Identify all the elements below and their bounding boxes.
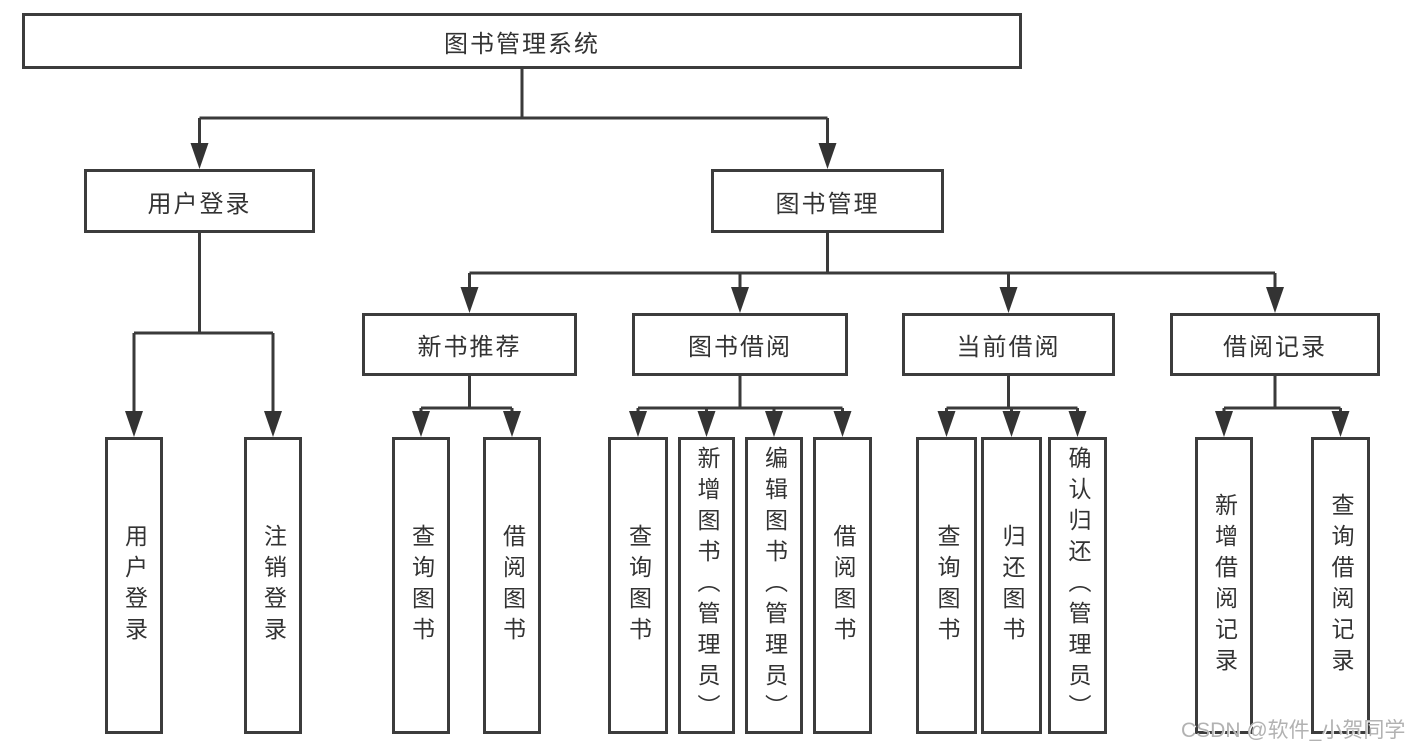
node-label: 图书借阅 bbox=[688, 334, 792, 361]
leaf-borrow-borrow-books: 借阅图书 bbox=[813, 437, 872, 734]
leaf-records-query-record: 查询借阅记录 bbox=[1311, 437, 1370, 734]
node-label: 确认归还（管理员） bbox=[1065, 446, 1091, 725]
node-label: 归还图书 bbox=[999, 523, 1025, 648]
leaf-borrow-edit-books-admin: 编辑图书（管理员） bbox=[745, 437, 803, 734]
leaf-logout: 注销登录 bbox=[244, 437, 302, 734]
node-borrow-records: 借阅记录 bbox=[1170, 313, 1380, 376]
leaf-borrow-query-books: 查询图书 bbox=[608, 437, 668, 734]
leaf-rec-borrow-books: 借阅图书 bbox=[483, 437, 541, 734]
node-label: 新增图书（管理员） bbox=[694, 446, 720, 725]
node-new-book-recommend: 新书推荐 bbox=[362, 313, 577, 376]
node-label: 用户登录 bbox=[147, 190, 252, 218]
leaf-records-add-record: 新增借阅记录 bbox=[1195, 437, 1253, 734]
node-root-library-system: 图书管理系统 bbox=[22, 13, 1022, 69]
node-book-management: 图书管理 bbox=[711, 169, 944, 233]
connector-current-borrow-children bbox=[937, 376, 1087, 437]
node-label: 用户登录 bbox=[121, 523, 148, 648]
node-label: 编辑图书（管理员） bbox=[761, 446, 788, 725]
node-label: 图书管理系统 bbox=[444, 30, 600, 58]
node-label: 注销登录 bbox=[260, 523, 287, 648]
leaf-current-query-books: 查询图书 bbox=[916, 437, 977, 734]
node-label: 当前借阅 bbox=[956, 334, 1061, 361]
connector-user-login-children bbox=[125, 233, 282, 437]
node-current-borrow: 当前借阅 bbox=[902, 313, 1115, 376]
node-label: 查询图书 bbox=[408, 523, 435, 648]
connector-book-borrow-children bbox=[629, 376, 852, 437]
csdn-watermark: CSDN @软件_小贺同学 bbox=[1181, 719, 1405, 742]
node-book-borrow: 图书借阅 bbox=[632, 313, 848, 376]
node-label: 借阅图书 bbox=[830, 523, 856, 648]
connector-new-book-rec-children bbox=[412, 376, 521, 437]
leaf-borrow-add-books-admin: 新增图书（管理员） bbox=[678, 437, 735, 734]
node-label: 查询借阅记录 bbox=[1328, 492, 1354, 679]
node-label: 借阅记录 bbox=[1223, 334, 1327, 361]
leaf-user-login: 用户登录 bbox=[105, 437, 163, 734]
connector-borrow-records-children bbox=[1215, 376, 1350, 437]
node-user-login: 用户登录 bbox=[84, 169, 315, 233]
node-label: 查询图书 bbox=[934, 523, 960, 648]
connector-root-to-level2 bbox=[190, 69, 837, 169]
node-label: 借阅图书 bbox=[499, 523, 526, 648]
leaf-current-confirm-return-admin: 确认归还（管理员） bbox=[1048, 437, 1107, 734]
node-label: 查询图书 bbox=[625, 523, 652, 648]
node-label: 新书推荐 bbox=[417, 334, 522, 361]
node-label: 新增借阅记录 bbox=[1211, 492, 1238, 679]
connector-book-mgmt-children bbox=[460, 233, 1284, 313]
node-label: 图书管理 bbox=[775, 190, 880, 218]
leaf-current-return-books: 归还图书 bbox=[981, 437, 1042, 734]
leaf-rec-query-books: 查询图书 bbox=[392, 437, 450, 734]
